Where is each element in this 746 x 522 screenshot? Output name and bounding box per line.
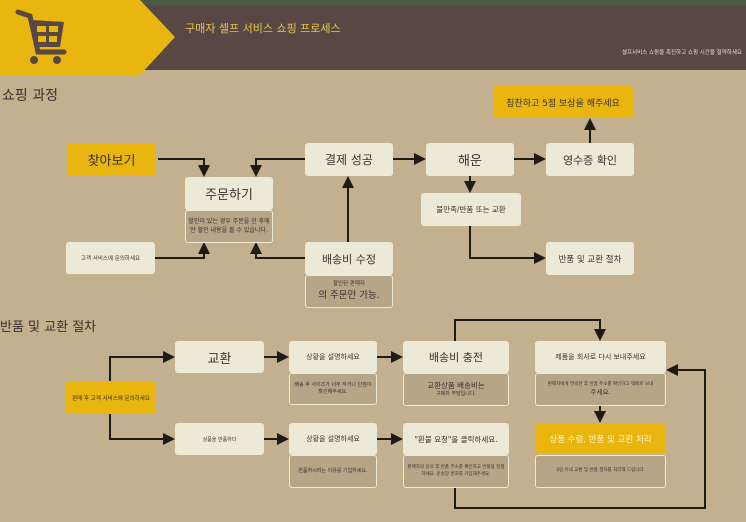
node-shipping: 해운: [426, 143, 514, 176]
node-process-note: 3일 이내 교환 및 반품 절차를 처리해 드립니다.: [535, 455, 666, 488]
top-strip: [0, 0, 746, 5]
connector-arrow: [250, 158, 305, 177]
section-heading-returns: 반품 및 교환 절차: [0, 320, 97, 335]
connector-arrow: [109, 414, 175, 445]
node-process: 상품 수령, 반품 및 교환 처리: [535, 423, 666, 454]
node-shipping-note: 할인된 판매자 의 주문만 가능.: [305, 275, 393, 308]
node-unsatisfied: 불만족/반품 또는 교환: [421, 193, 521, 226]
node-shipping-edit: 배송비 수정: [305, 242, 393, 275]
send-back-note: 판매자에게 연락한 후 반품 주소를 확인하고 택배로 보내: [547, 381, 654, 387]
node-charge-note: 교환상품 배송비는 구매자 부담입니다.: [403, 373, 509, 406]
node-browse: 찾아보기: [67, 143, 156, 176]
node-explain1: 상황을 설명하세요: [289, 341, 377, 373]
node-charge: 배송비 충전: [403, 341, 509, 373]
connector-arrow: [155, 242, 210, 259]
node-contact: 고객 서비스에 문의하세요: [66, 242, 155, 274]
node-send-back: 제품을 회사로 다시 보내주세요: [535, 341, 666, 373]
node-explain2: 상황을 설명하세요: [289, 423, 377, 455]
header-title: 구매자 셀프 서비스 쇼핑 프로세스: [185, 22, 341, 35]
charge-note: 구매자 부담입니다.: [436, 391, 476, 398]
node-exchange: 교환: [175, 341, 264, 373]
charge-note-big: 교환상품 배송비는: [427, 380, 485, 390]
node-return: 상품을 반품하다: [175, 423, 264, 455]
node-start: 판매 후 고객 서비스에 문의하세요: [66, 381, 156, 414]
node-receipt: 영수증 확인: [546, 143, 634, 176]
connector-arrow: [158, 158, 210, 177]
node-explain1-note: 배송 후 사이즈가 너무 작거나 단점이 확인해주세요.: [289, 373, 377, 405]
connector-arrow: [454, 319, 606, 341]
node-order: 주문하기: [185, 177, 273, 210]
node-refund-note: 판매자의 동의 후 반품 주소를 확인하고 반품을 진행하세요. 운송장 번호를…: [403, 455, 509, 488]
connector-arrow: [250, 242, 305, 259]
node-explain2-note: 반품하시려는 이유를 기입하세요.: [289, 455, 377, 488]
node-payment: 결제 성공: [305, 143, 393, 176]
shipping-note-small: 할인된 판매자: [332, 281, 366, 287]
node-refund: "환불 요청"을 클릭하세요.: [403, 423, 509, 455]
node-procedure: 반품 및 교환 절차: [546, 242, 634, 275]
connector-arrow: [109, 351, 175, 381]
header-subtitle: 셀프서비스 쇼핑을 촉진하고 쇼핑 시간을 절약하세요: [621, 50, 742, 56]
header-chevron: [0, 0, 175, 75]
connector-arrow: [454, 364, 706, 509]
connector-arrow: [469, 226, 546, 264]
section-heading-shopping: 쇼핑 과정: [2, 88, 58, 104]
node-send-back-note: 판매자에게 연락한 후 반품 주소를 확인하고 택배로 보내 주세요.: [535, 373, 666, 406]
header-band: [140, 5, 746, 70]
send-back-note-2: 주세요.: [590, 388, 611, 397]
shipping-note: 의 주문만 가능.: [318, 289, 380, 301]
node-praise: 칭찬하고 5점 보상을 해주세요: [493, 86, 633, 118]
shopping-cart-icon: [15, 9, 67, 64]
node-order-note: 할인이 있는 경우 주문을 한 후에만 할인 내용을 볼 수 있습니다.: [185, 210, 273, 243]
